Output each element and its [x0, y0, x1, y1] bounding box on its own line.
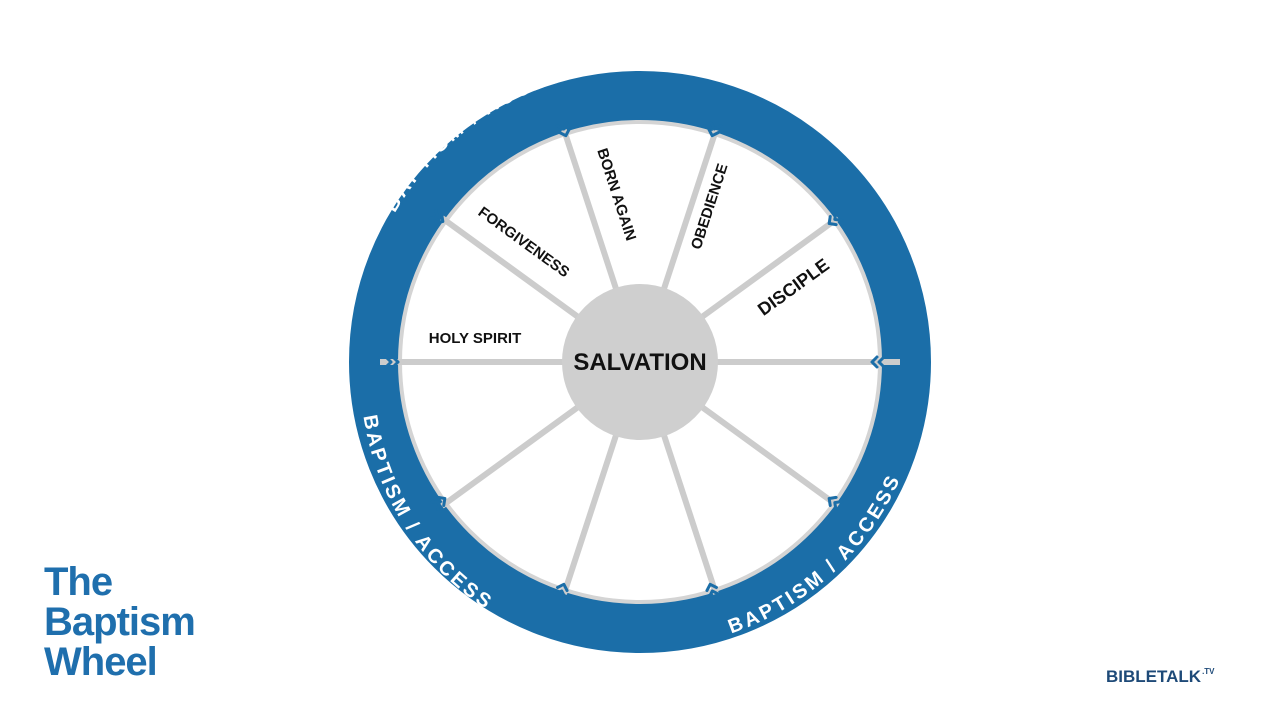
- spoke-label-forgiveness: FORGIVENESS: [475, 204, 573, 281]
- logo-suffix: .TV: [1202, 667, 1215, 676]
- chevron-up-icon: [705, 582, 721, 599]
- spoke-label-born-again: BORN AGAIN: [593, 146, 639, 243]
- hub: [562, 284, 718, 440]
- title-line: Wheel: [44, 640, 158, 684]
- spoke-label-holy-spirit: HOLY SPIRIT: [429, 330, 522, 347]
- title-line: Baptism: [44, 600, 196, 644]
- chevron-right-icon: [384, 355, 400, 369]
- spoke-label-obedience: OBEDIENCE: [688, 162, 732, 252]
- chevron-icon: [430, 495, 447, 512]
- chevron-up-icon: [553, 582, 569, 599]
- chevron-down-icon: [555, 121, 571, 138]
- chevron-left-icon: [870, 355, 886, 369]
- hub-label: SALVATION: [573, 349, 706, 376]
- chevron-icon: [827, 495, 844, 512]
- logo-text: BIBLETALK: [1106, 667, 1202, 686]
- page-title: The Baptism Wheel: [44, 560, 196, 684]
- outer-ring: [349, 71, 931, 653]
- chevron-icon: [827, 210, 844, 227]
- title-line: The: [44, 560, 113, 604]
- spoke-label-disciple: DISCIPLE: [754, 255, 833, 320]
- chevron-icon: [428, 208, 445, 225]
- chevrons: [384, 121, 886, 599]
- bibletalk-logo: BIBLETALK.TV: [1106, 667, 1215, 687]
- chevron-down-icon: [707, 121, 723, 138]
